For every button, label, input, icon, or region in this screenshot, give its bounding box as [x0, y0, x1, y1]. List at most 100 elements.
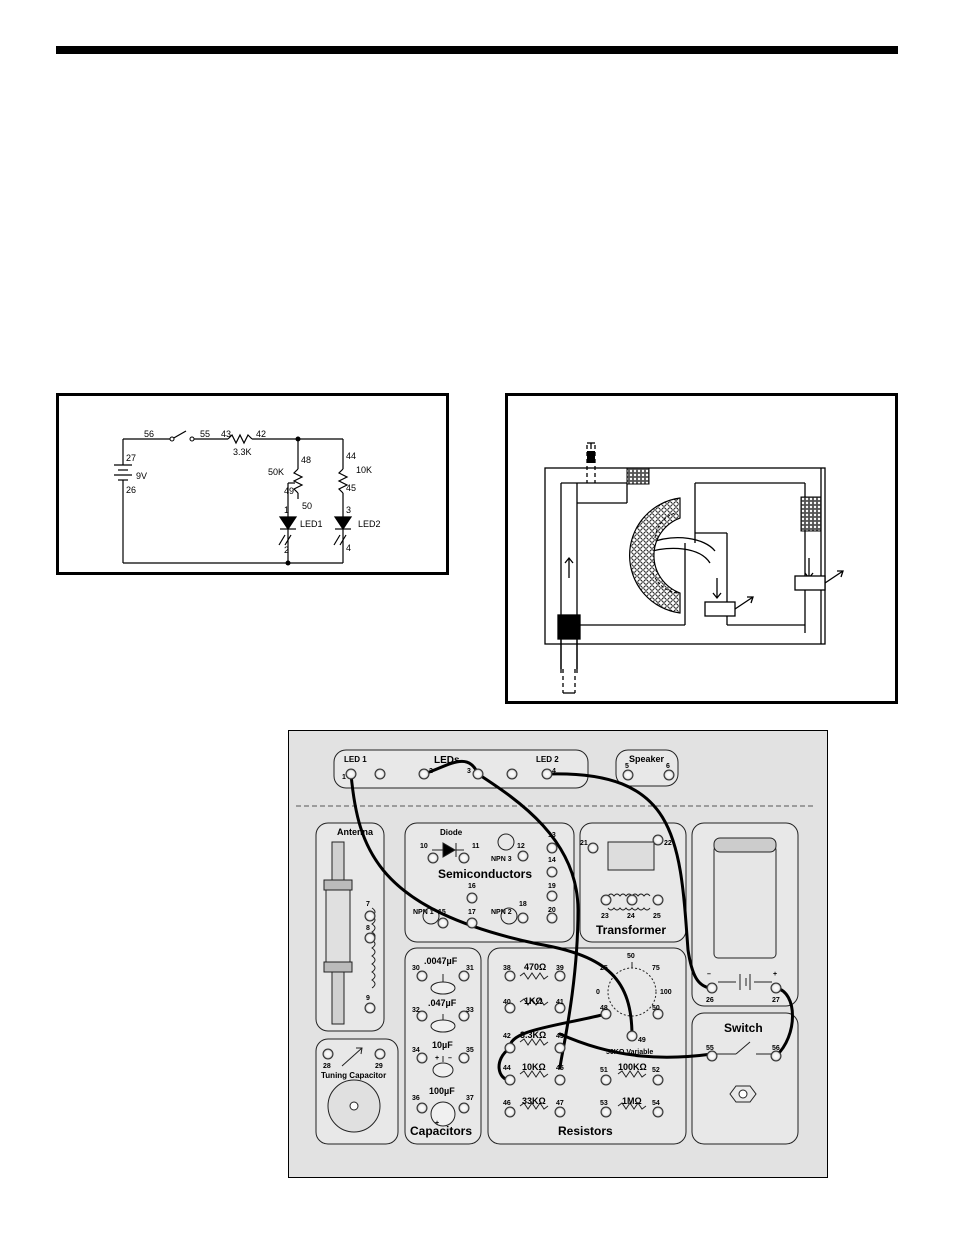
sch-label: 56: [144, 429, 154, 439]
top-rule: [56, 46, 898, 54]
sch-label: 1: [284, 505, 289, 515]
terminal-label: 35: [466, 1047, 474, 1054]
terminal-label: 32: [412, 1007, 420, 1014]
cap-polarity: –: [448, 1055, 452, 1062]
schematic-diagram: 56 55 43 42 3.3K 27 9V 26 48 50K 49 50 4…: [56, 393, 449, 575]
sch-label: 10K: [356, 465, 372, 475]
terminal-label: 27: [772, 997, 780, 1004]
terminal-label: 41: [556, 999, 564, 1006]
sch-label: 49: [284, 486, 294, 496]
leds-title: LEDs: [434, 755, 460, 766]
switch-title: Switch: [724, 1021, 763, 1035]
sch-label: LED2: [358, 519, 381, 529]
sch-label: 9V: [136, 471, 147, 481]
resistor-value: 1KΩ: [524, 996, 543, 1006]
breadboard-wiring-diagram: LEDs LED 1 LED 2 Speaker Antenna Semicon…: [288, 730, 828, 1178]
pot-dial-0: 0: [596, 989, 600, 996]
sch-label: 55: [200, 429, 210, 439]
terminal-label: 29: [375, 1063, 383, 1070]
terminal-label: 53: [600, 1100, 608, 1107]
sch-label: 45: [346, 483, 356, 493]
terminal-label: 39: [556, 965, 564, 972]
terminal-label: 52: [652, 1067, 660, 1074]
terminal-label: 11: [472, 843, 480, 850]
npn3-label: NPN 3: [491, 856, 512, 863]
terminal-label: 49: [638, 1037, 646, 1044]
speaker-title: Speaker: [629, 754, 665, 764]
terminal-label: 24: [627, 913, 635, 920]
cap-polarity: +: [435, 1055, 439, 1062]
terminal-label: 18: [519, 901, 527, 908]
sch-label: 26: [126, 485, 136, 495]
cap-polarity: +: [435, 1120, 439, 1127]
terminal-label: 51: [600, 1067, 608, 1074]
terminal-label: 54: [652, 1100, 660, 1107]
terminal-label: 25: [653, 913, 661, 920]
led1-label: LED 1: [344, 755, 367, 764]
terminal-label: 21: [580, 840, 588, 847]
resistor-value: 3.3KΩ: [520, 1030, 546, 1040]
terminal-label: 50: [652, 1005, 660, 1012]
terminal-label: 10: [420, 843, 428, 850]
cap-value: 100µF: [429, 1086, 455, 1096]
terminal-label: 48: [600, 1005, 608, 1012]
terminal-label: 6: [666, 763, 670, 770]
cap-value: 10µF: [432, 1040, 453, 1050]
terminal-label: 7: [366, 901, 370, 908]
resistor-value: 10KΩ: [522, 1062, 546, 1072]
terminal-label: 56: [772, 1045, 780, 1052]
sch-label: 42: [256, 429, 266, 439]
sch-label: 50: [302, 501, 312, 511]
terminal-label: 55: [706, 1045, 714, 1052]
sch-label: 3: [346, 505, 351, 515]
transformer-title: Transformer: [596, 923, 666, 937]
terminal-label: 23: [601, 913, 609, 920]
sch-label: 50K: [268, 467, 284, 477]
npn2-label: NPN 2: [491, 909, 512, 916]
led2-label: LED 2: [536, 755, 559, 764]
terminal-label: 3: [467, 768, 471, 775]
terminal-label: 8: [366, 925, 370, 932]
terminal-label: 4: [552, 768, 556, 775]
pot-dial-50: 50: [627, 953, 635, 960]
battery-minus: –: [707, 971, 711, 978]
terminal-label: 46: [503, 1100, 511, 1107]
terminal-label: 19: [548, 883, 556, 890]
terminal-label: 33: [466, 1007, 474, 1014]
resistor-value: 1MΩ: [622, 1096, 642, 1106]
leds-panel: [333, 749, 589, 789]
terminal-label: 31: [466, 965, 474, 972]
terminal-label: 38: [503, 965, 511, 972]
terminal-label: 28: [323, 1063, 331, 1070]
tuning-capacitor-title: Tuning Capacitor: [321, 1071, 386, 1080]
sch-label: 43: [221, 429, 231, 439]
terminal-label: 30: [412, 965, 420, 972]
cap-value: .047µF: [428, 998, 457, 1008]
pot-dial-75: 75: [652, 965, 660, 972]
capacitors-title: Capacitors: [410, 1124, 472, 1138]
resistor-value: 470Ω: [524, 962, 546, 972]
led-illustration: [505, 393, 898, 704]
terminal-label: 44: [503, 1065, 511, 1072]
terminal-label: 34: [412, 1047, 420, 1054]
sch-label: 2: [284, 545, 289, 555]
antenna-title: Antenna: [337, 827, 374, 837]
terminal-label: 20: [548, 907, 556, 914]
terminal-label: 14: [548, 857, 556, 864]
resistors-title: Resistors: [558, 1124, 613, 1138]
switch-panel: [691, 1012, 799, 1145]
terminal-label: 2: [429, 768, 433, 775]
terminal-label: 22: [664, 840, 672, 847]
pot-dial-25: 25: [600, 965, 608, 972]
resistor-value: 100KΩ: [618, 1062, 647, 1072]
transformer-panel: [579, 822, 687, 943]
terminal-label: 5: [625, 763, 629, 770]
terminal-label: 40: [503, 999, 511, 1006]
sch-label: LED1: [300, 519, 323, 529]
terminal-label: 42: [503, 1033, 511, 1040]
npn1-label: NPN 1: [413, 909, 434, 916]
terminal-label: 13: [548, 832, 556, 839]
terminal-label: 45: [556, 1065, 564, 1072]
resistor-value: 33KΩ: [522, 1096, 546, 1106]
sch-label: 48: [301, 455, 311, 465]
